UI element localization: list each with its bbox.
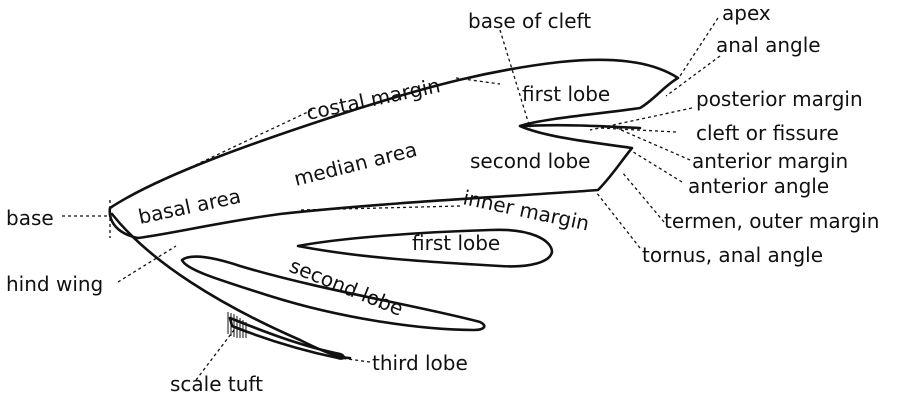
scale-tuft-mark bbox=[227, 312, 247, 338]
label-cleft-or-fissure: cleft or fissure bbox=[696, 121, 839, 145]
hind-wing-lobe-edge bbox=[110, 212, 352, 360]
label-base: base bbox=[6, 206, 54, 230]
label-apex: apex bbox=[722, 1, 771, 25]
label-second-lobe-fw: second lobe bbox=[470, 149, 590, 173]
label-median-area: median area bbox=[291, 137, 419, 191]
label-third-lobe: third lobe bbox=[372, 351, 468, 375]
fore-wing-outline bbox=[108, 58, 680, 240]
label-anterior-margin: anterior margin bbox=[692, 149, 848, 173]
cleft-line bbox=[520, 123, 642, 130]
hind-first-lobe-outline bbox=[296, 228, 554, 268]
hind-third-lobe-outline bbox=[228, 316, 345, 360]
label-costal-margin: costal margin bbox=[304, 73, 442, 125]
label-base-of-cleft: base of cleft bbox=[468, 9, 591, 33]
label-second-lobe-hw: second lobe bbox=[286, 253, 407, 320]
label-first-lobe-fw: first lobe bbox=[522, 82, 610, 106]
label-anterior-angle: anterior angle bbox=[688, 174, 829, 198]
label-first-lobe-hw: first lobe bbox=[412, 231, 500, 255]
leader-lines bbox=[62, 17, 721, 381]
label-anal-angle-fw: anal angle bbox=[716, 33, 821, 57]
label-tornus-anal-angle: tornus, anal angle bbox=[642, 243, 823, 267]
label-posterior-margin: posterior margin bbox=[696, 87, 863, 111]
label-termen-outer-margin: termen, outer margin bbox=[664, 209, 879, 233]
hind-second-lobe-outline bbox=[180, 255, 486, 332]
label-hind-wing: hind wing bbox=[6, 272, 103, 296]
label-scale-tuft: scale tuft bbox=[170, 372, 263, 396]
